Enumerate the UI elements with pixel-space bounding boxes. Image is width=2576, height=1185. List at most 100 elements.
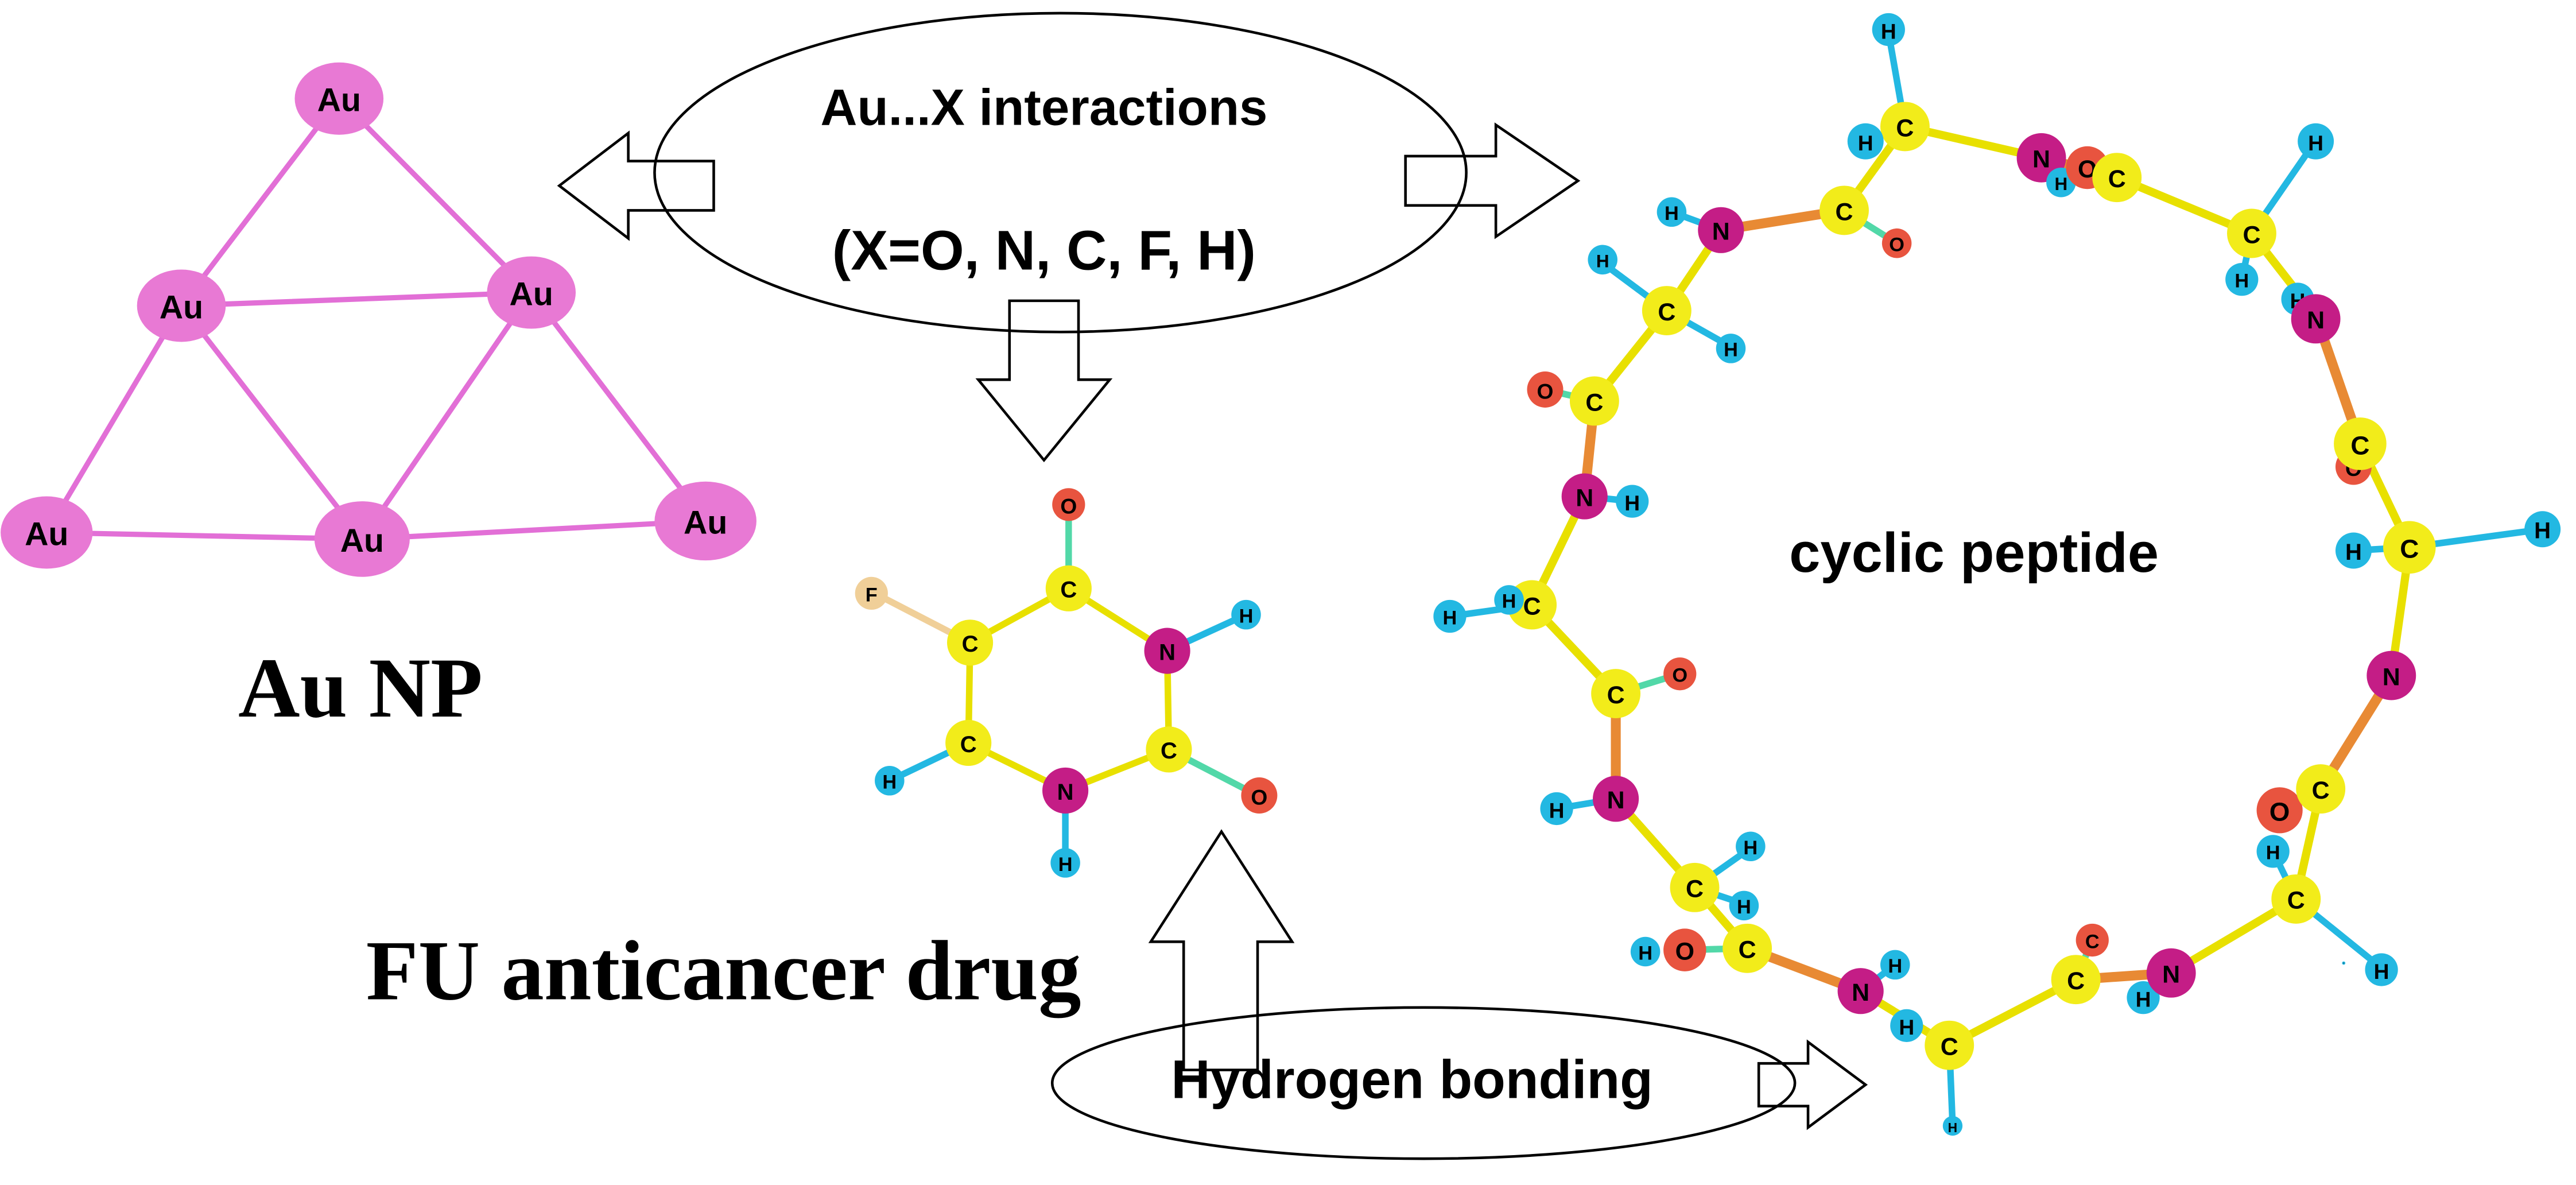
svg-text:H: H — [882, 772, 897, 793]
peptide-atom-h: H — [2524, 511, 2561, 548]
peptide-atom-n: N — [1561, 473, 1608, 520]
au-atom: Au — [314, 501, 410, 577]
au-atoms: Au Au Au Au Au — [1, 62, 756, 577]
au-atom-label: Au — [317, 82, 361, 119]
interaction-elements: (X=O, N, C, F, H) — [832, 219, 1256, 281]
svg-text:O: O — [1675, 938, 1694, 965]
peptide-atom-h: H — [1540, 792, 1573, 826]
svg-text:H: H — [2234, 270, 2249, 292]
svg-text:H: H — [1596, 251, 1609, 272]
peptide-atom-h: H — [2365, 953, 2398, 986]
svg-text:O: O — [2269, 797, 2290, 827]
peptide-atom-h: H — [1872, 13, 1905, 47]
peptide-atom-h: H — [1736, 831, 1766, 862]
peptide-atom-c: C — [2051, 955, 2101, 1005]
fu-drug-molecule: O C N H C O N H C H C F — [855, 488, 1278, 878]
fu-atom-o: O — [1052, 488, 1085, 521]
svg-text:C: C — [1739, 936, 1756, 964]
svg-text:N: N — [1057, 780, 1074, 805]
peptide-atom-n: N — [2366, 650, 2416, 700]
au-bonds — [44, 96, 708, 542]
svg-text:C: C — [1607, 681, 1625, 709]
fu-drug-label: FU anticancer drug — [366, 924, 1081, 1019]
peptide-atom-n: N — [2291, 294, 2341, 344]
svg-text:C: C — [1658, 299, 1675, 326]
svg-text:O: O — [1672, 665, 1687, 687]
svg-text:C: C — [2067, 967, 2085, 995]
svg-text:C: C — [1523, 592, 1541, 620]
svg-text:C: C — [2243, 221, 2260, 249]
au-atom: Au — [1, 496, 93, 569]
peptide-atom-h: H — [1716, 334, 1746, 363]
peptide-atom-h: H — [1630, 936, 1661, 967]
peptide-atom-c: C — [2296, 764, 2346, 814]
peptide-atom-o: O — [2256, 787, 2303, 834]
svg-text:H: H — [1881, 19, 1896, 43]
fu-atom-c: C — [1146, 726, 1192, 773]
svg-text:H: H — [1443, 607, 1457, 629]
fu-atom-c: C — [1045, 565, 1092, 611]
svg-text:N: N — [1576, 484, 1593, 512]
svg-text:C: C — [1836, 198, 1853, 226]
peptide-atom-c: C — [2075, 923, 2109, 957]
svg-text:H: H — [2136, 988, 2151, 1012]
arrows — [557, 122, 1868, 1130]
cyclic-peptide-molecule: H C H N H O C C H H O C H N H C H H O C — [1433, 13, 2561, 1136]
svg-text:C: C — [1686, 876, 1704, 903]
fu-atom-c: C — [946, 619, 994, 666]
peptide-atom-c: C — [1670, 862, 1720, 912]
peptide-atom-h: H — [1616, 485, 1649, 518]
peptide-atom-h: H — [1433, 599, 1467, 633]
svg-text:N: N — [1852, 979, 1869, 1006]
svg-text:C: C — [1896, 114, 1914, 142]
peptide-atom-o: O — [1527, 371, 1564, 408]
fu-atoms: O C N H C O N H C H C F — [855, 488, 1278, 878]
svg-text:H: H — [1624, 491, 1640, 515]
svg-text:H: H — [2343, 962, 2344, 965]
peptide-atom-h: H — [2298, 123, 2334, 160]
arrow-to-au-np — [557, 130, 715, 241]
peptide-atom-c: C — [1591, 669, 1641, 718]
svg-text:H: H — [1724, 339, 1738, 361]
svg-text:H: H — [2345, 540, 2362, 565]
cyclic-peptide-label: cyclic peptide — [1789, 521, 2159, 584]
interactions-ellipse — [653, 11, 1468, 334]
svg-text:C: C — [2400, 535, 2419, 564]
au-atom: Au — [654, 481, 756, 561]
peptide-atom-h: H — [1890, 1009, 1923, 1042]
peptide-atom-c: C — [1642, 286, 1692, 335]
peptide-atom-h: H — [2225, 263, 2259, 296]
svg-text:H: H — [2374, 959, 2389, 983]
peptide-atom-h: H — [2127, 981, 2160, 1014]
au-atom: Au — [137, 269, 226, 342]
peptide-atom-h: H — [2256, 835, 2290, 868]
svg-text:F: F — [866, 584, 878, 606]
svg-text:C: C — [1585, 389, 1603, 416]
peptide-atom-o: O — [1663, 657, 1697, 691]
svg-text:C: C — [2312, 777, 2330, 804]
svg-text:N: N — [1159, 640, 1176, 665]
fu-atom-n: N — [1042, 767, 1089, 814]
peptide-atom-c: C — [1925, 1020, 1974, 1070]
au-np-label: Au NP — [238, 641, 483, 735]
svg-text:C: C — [2350, 431, 2369, 460]
peptide-atom-c: C — [1880, 102, 1930, 152]
peptide-atom-h: H — [1847, 123, 1884, 160]
svg-text:N: N — [2307, 307, 2325, 334]
svg-text:N: N — [1712, 218, 1730, 246]
svg-text:C: C — [962, 632, 979, 657]
au-atom-label: Au — [684, 504, 727, 541]
peptide-atom-h: H — [1942, 1116, 1963, 1136]
hydrogen-bonding-label: Hydrogen bonding — [1171, 1049, 1652, 1110]
hydrogen-bonding-ellipse — [1050, 1006, 1797, 1160]
svg-text:H: H — [1948, 1120, 1958, 1135]
peptide-atom-h: H — [1656, 197, 1687, 227]
peptide-atom-n: N — [1593, 776, 1639, 822]
peptide-atom-c: C — [1722, 923, 1772, 973]
svg-text:H: H — [1743, 837, 1758, 859]
svg-text:C: C — [960, 732, 977, 757]
arrow-to-fu-drug — [975, 299, 1113, 463]
svg-text:N: N — [2383, 663, 2400, 691]
